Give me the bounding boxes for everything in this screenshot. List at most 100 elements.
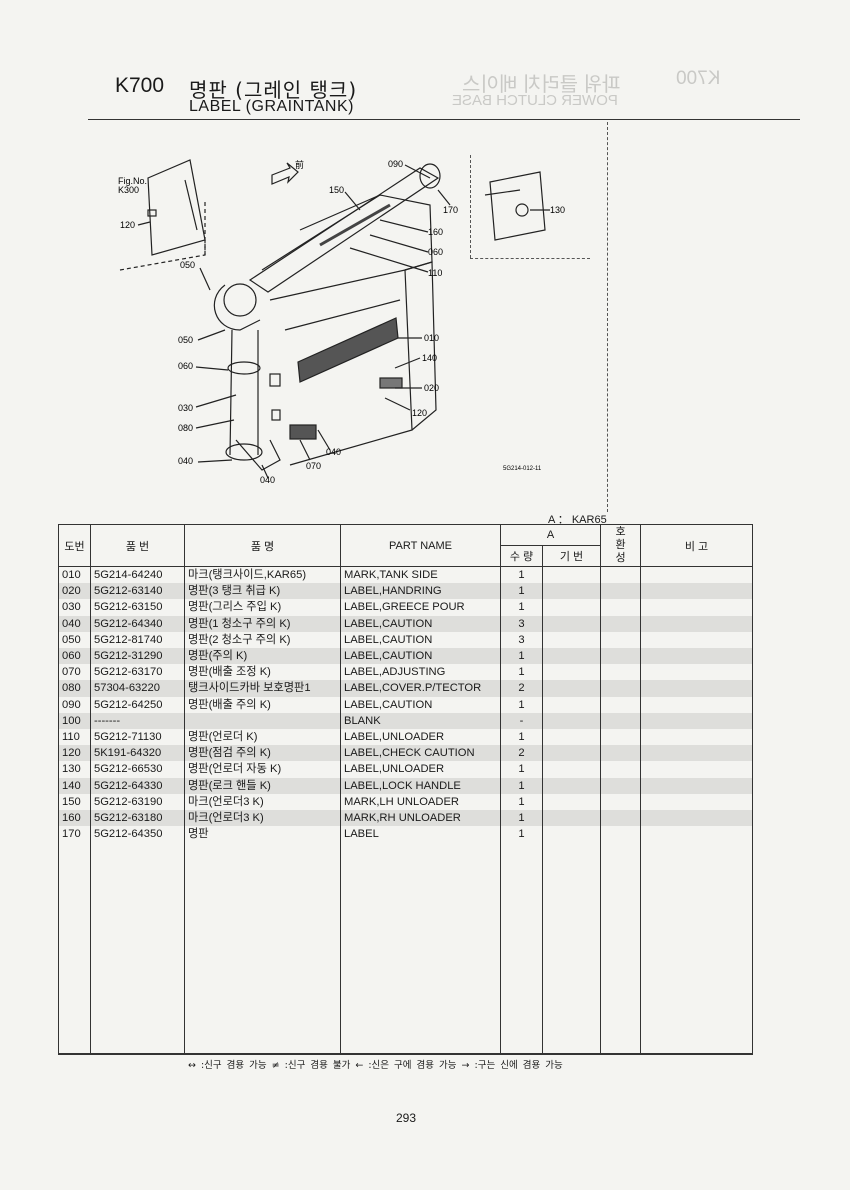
model-note: A ： KAR65 (548, 514, 607, 526)
callout-030: 030 (178, 403, 193, 413)
interchange-cell (600, 712, 641, 730)
interchange-cell (600, 566, 641, 584)
part-no-cell: 5G212-64350 (90, 826, 185, 843)
qty-cell: 1 (500, 729, 543, 746)
qty-cell: 1 (500, 810, 543, 827)
ref-cell: 010 (58, 566, 91, 584)
qty-cell: 1 (500, 777, 543, 794)
remarks-cell (640, 680, 753, 697)
part-no-cell: 5G212-64250 (90, 696, 185, 713)
base-cell (542, 680, 601, 697)
callout-140: 140 (422, 353, 437, 363)
name-ko-cell: 탱크사이드카바 보호명판1 (184, 680, 341, 697)
fig-number-label: Fig.No. (118, 176, 147, 186)
part-no-cell: 5G212-66530 (90, 761, 185, 778)
qty-cell: 3 (500, 615, 543, 632)
name-en-cell: MARK,RH UNLOADER (340, 810, 501, 827)
callout-170: 170 (443, 205, 458, 215)
header-name-ko: 품 명 (184, 524, 341, 567)
remarks-cell (640, 810, 753, 827)
header-ref: 도번 (58, 524, 91, 567)
base-cell (542, 631, 601, 649)
name-en-cell: LABEL,COVER.P/TECTOR (340, 680, 501, 697)
name-ko-cell: 명판(로크 핸들 K) (184, 777, 341, 794)
interchange-cell (600, 680, 641, 697)
ref-cell: 150 (58, 793, 91, 811)
parts-table: 도번 품 번 품 명 PART NAME A 호 환 성 비 고 수 량 기 번… (58, 524, 753, 1056)
interchange-cell (600, 696, 641, 713)
exploded-diagram: Fig.No. K300 前 090 170 150 160 060 110 1… (118, 159, 565, 485)
callout-160: 160 (428, 227, 443, 237)
name-ko-cell: 명판(배출 주의 K) (184, 696, 341, 713)
remarks-cell (640, 599, 753, 616)
name-ko-cell: 명판(주의 K) (184, 648, 341, 665)
remarks-cell (640, 729, 753, 746)
legend-rule (58, 1053, 752, 1054)
base-cell (542, 761, 601, 778)
base-cell (542, 777, 601, 794)
section-divider (607, 122, 608, 512)
name-en-cell: BLANK (340, 712, 501, 730)
name-en-cell: LABEL (340, 826, 501, 843)
interchange-cell (600, 761, 641, 778)
ref-cell: 140 (58, 777, 91, 794)
header-base: 기 번 (542, 545, 601, 567)
callout-060a: 060 (178, 361, 193, 371)
ref-cell: 120 (58, 745, 91, 762)
base-cell (542, 664, 601, 681)
qty-cell: 1 (500, 648, 543, 665)
qty-cell: 1 (500, 761, 543, 778)
name-ko-cell: 명판(1 청소구 주의 K) (184, 615, 341, 632)
header-name-en: PART NAME (340, 524, 501, 567)
remarks-cell (640, 826, 753, 843)
qty-cell: 1 (500, 566, 543, 584)
interchange-cell (600, 826, 641, 843)
part-no-cell: 5G212-64330 (90, 777, 185, 794)
qty-cell: 1 (500, 599, 543, 616)
name-ko-cell: 마크(언로더3 K) (184, 793, 341, 811)
name-en-cell: LABEL,CAUTION (340, 615, 501, 632)
tank-top (261, 194, 433, 271)
callout-040a: 040 (178, 456, 193, 466)
name-en-cell: LABEL,UNLOADER (340, 761, 501, 778)
tank-side (269, 269, 413, 466)
header-rule (88, 119, 800, 120)
fig-reference: K300 (118, 185, 139, 195)
interchange-cell (600, 745, 641, 762)
name-en-cell: LABEL,GREECE POUR (340, 599, 501, 616)
part-no-cell: 57304-63220 (90, 680, 185, 697)
name-ko-cell: 마크(언로더3 K) (184, 810, 341, 827)
name-ko-cell (184, 712, 341, 730)
callout-110: 110 (428, 268, 442, 278)
base-cell (542, 729, 601, 746)
front-label: 前 (295, 159, 304, 170)
ref-cell: 020 (58, 583, 91, 600)
remarks-cell (640, 566, 753, 584)
ref-cell: 080 (58, 680, 91, 697)
remarks-cell (640, 631, 753, 649)
name-en-cell: LABEL,CAUTION (340, 631, 501, 649)
name-en-cell: LABEL,CHECK CAUTION (340, 745, 501, 762)
remarks-cell (640, 615, 753, 632)
interchange-cell (600, 648, 641, 665)
header-interchange: 호 환 성 (600, 524, 641, 567)
base-cell (542, 599, 601, 616)
name-ko-cell: 명판(점검 주의 K) (184, 745, 341, 762)
name-en-cell: LABEL,CAUTION (340, 696, 501, 713)
interchange-cell (600, 729, 641, 746)
qty-cell: 1 (500, 826, 543, 843)
base-cell (542, 696, 601, 713)
remarks-cell (640, 777, 753, 794)
page-title-korean: 명판 (그레인 탱크) (189, 78, 358, 102)
remarks-cell (640, 648, 753, 665)
part-no-cell: ------- (90, 712, 185, 730)
callout-060b: 060 (428, 247, 443, 257)
vertical-auger (229, 329, 259, 456)
